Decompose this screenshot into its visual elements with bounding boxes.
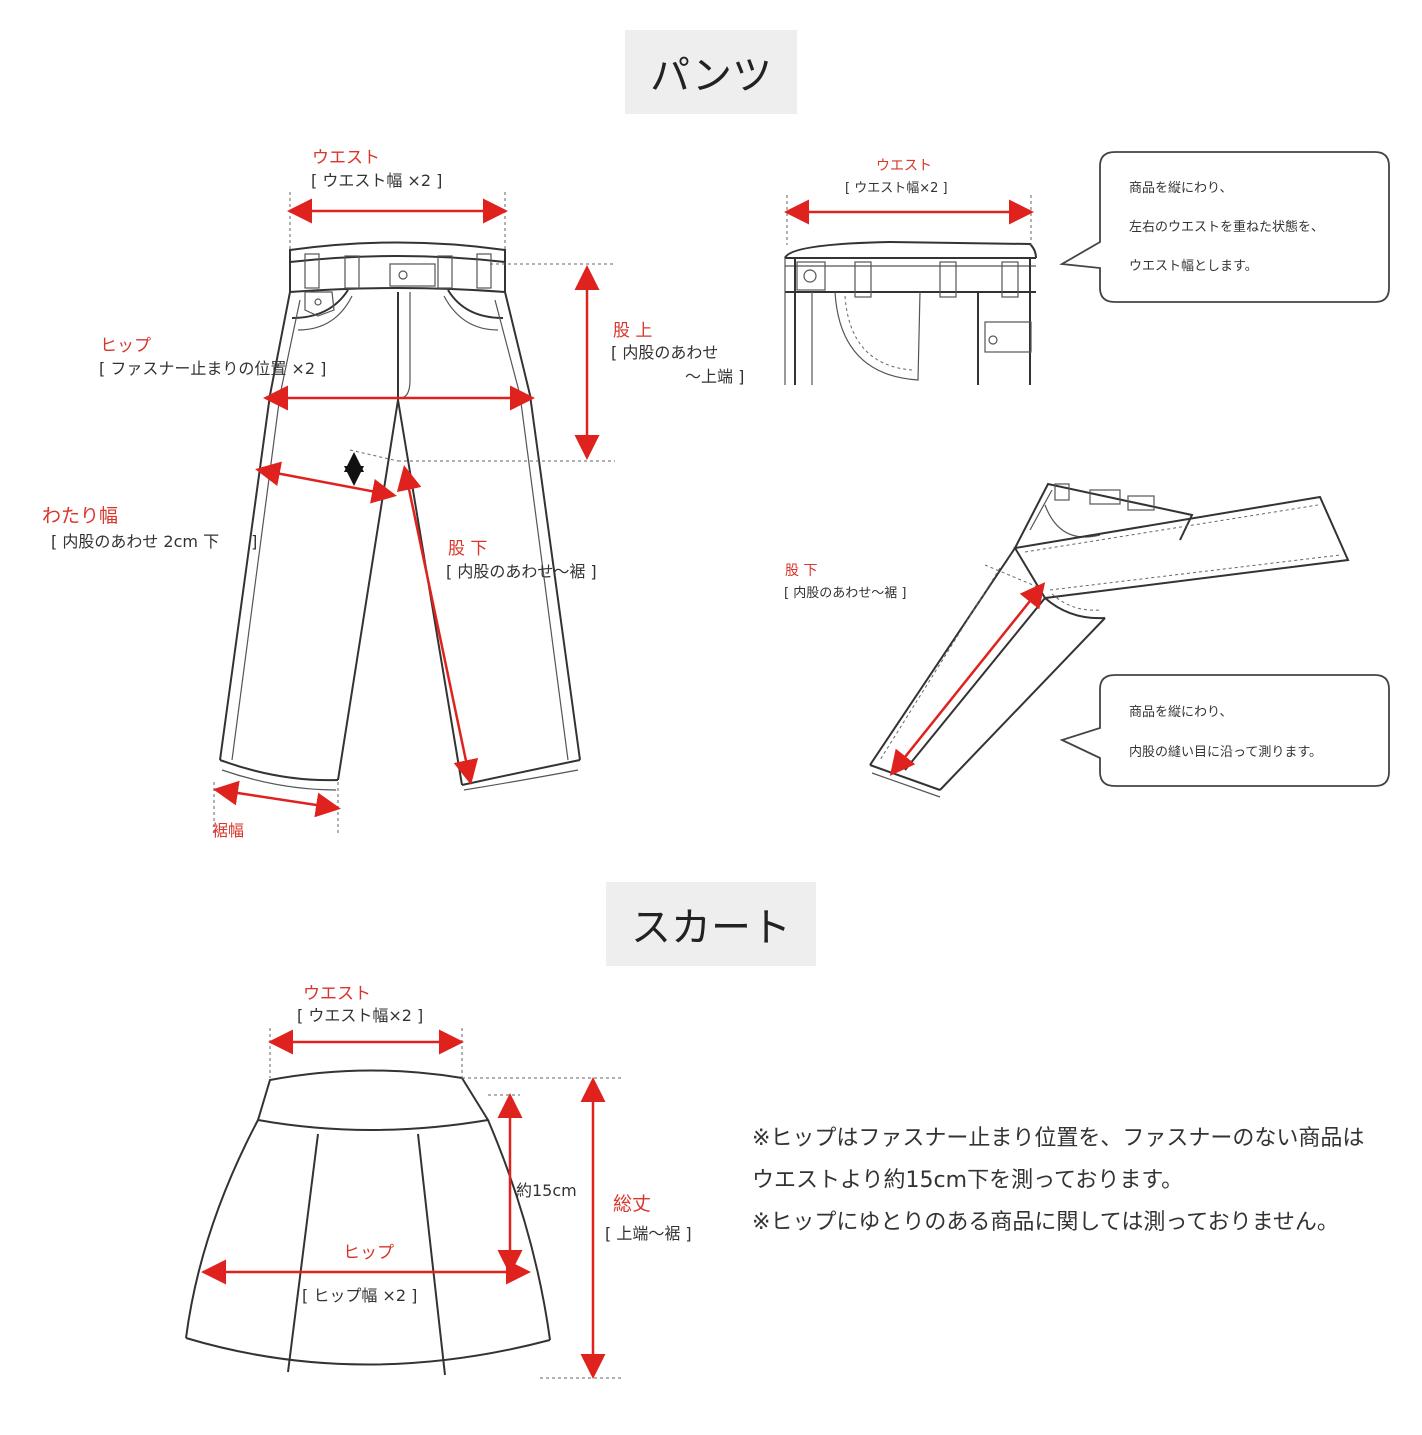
pants-waist-detail-drawing [784, 195, 1037, 385]
hem-arrow [213, 780, 341, 818]
detail-inseam-sub: [ 内股のあわせ〜裾 ] [784, 585, 906, 601]
inseam-arrow [396, 465, 479, 785]
skirt-section-title: スカート [606, 882, 816, 966]
front-waist-sub: [ ウエスト幅 ×2 ] [311, 171, 442, 190]
waist-bubble-line1: 商品を縦にわり、 [1129, 181, 1232, 196]
inseam-bubble-line2: 内股の縫い目に沿って測ります。 [1129, 744, 1322, 760]
front-hip-label: ヒップ [100, 336, 151, 356]
front-inseam-label: 股 下 [448, 539, 487, 559]
front-thigh-label: わたり幅 [42, 505, 118, 527]
inseam-bubble-line1: 商品を縦にわり、 [1129, 705, 1232, 720]
skirt-hip-label: ヒップ [343, 1243, 394, 1263]
front-hip-sub: [ ファスナー止まりの位置 ×2 ] [99, 359, 326, 378]
hip-measurement-notes: ※ヒップはファスナー止まり位置を、ファスナーのない商品はウエストより約15cm下… [752, 1118, 1382, 1244]
detail-inseam-label: 股 下 [785, 563, 817, 579]
front-rise-sub2: 〜上端 ] [685, 367, 744, 386]
detail-waist-sub: [ ウエスト幅×2 ] [845, 181, 948, 196]
waist-bubble-line2: 左右のウエストを重ねた状態を、 [1129, 219, 1324, 235]
skirt-waist-sub: [ ウエスト幅×2 ] [297, 1006, 423, 1025]
waist-speech-bubble [1059, 151, 1390, 303]
skirt-waist-label: ウエスト [303, 984, 371, 1004]
skirt-length-label: 総丈 [613, 1193, 651, 1215]
detail-inseam-arrow [889, 582, 1046, 776]
front-rise-label: 股 上 [613, 321, 652, 341]
detail-waist-label: ウエスト [876, 158, 932, 174]
skirt-length-sub: [ 上端〜裾 ] [605, 1224, 692, 1243]
note-line-1: ※ヒップはファスナー止まり位置を、ファスナーのない商品はウエストより約15cm下… [752, 1126, 1365, 1193]
skirt-drawing [185, 1028, 622, 1379]
front-rise-sub1: [ 内股のあわせ [611, 343, 718, 362]
thigh-arrow [255, 461, 397, 504]
skirt-hip-sub: [ ヒップ幅 ×2 ] [302, 1286, 417, 1305]
skirt-approx-label: 約15cm [516, 1181, 577, 1200]
inseam-speech-bubble [1059, 674, 1390, 787]
waist-bubble-line3: ウエスト幅とします。 [1129, 259, 1258, 274]
front-hem-label: 裾幅 [212, 821, 244, 840]
front-inseam-sub: [ 内股のあわせ〜裾 ] [446, 562, 597, 581]
front-waist-label: ウエスト [312, 148, 380, 168]
pants-section-title: パンツ [625, 30, 797, 114]
front-thigh-sub: [ 内股のあわせ 2cm 下 ] [51, 532, 257, 551]
note-line-2: ※ヒップにゆとりのある商品に関しては測っておりません。 [752, 1210, 1339, 1235]
